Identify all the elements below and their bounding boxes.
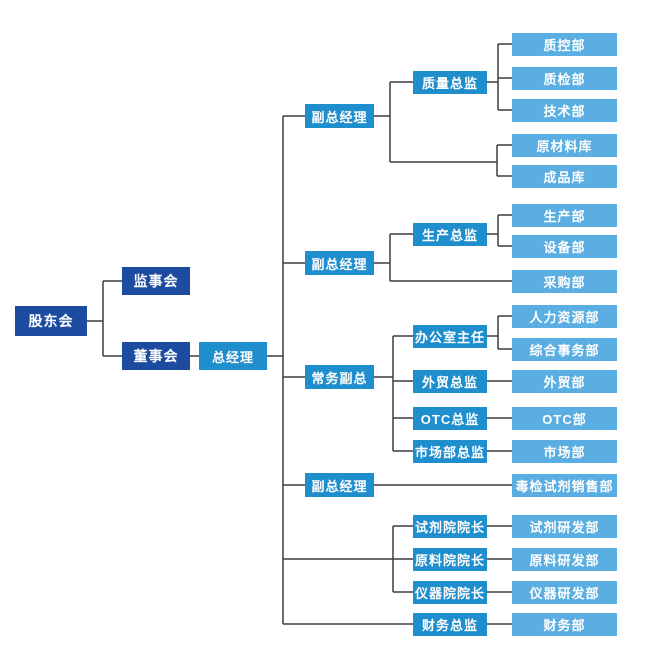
org-node-label: 常务副总 xyxy=(311,370,368,386)
org-node-label: 质检部 xyxy=(543,71,586,87)
org-node-label: OTC总监 xyxy=(420,411,480,427)
org-node-label: 采购部 xyxy=(543,274,586,290)
org-node-executive-deputy-gm: 常务副总 xyxy=(305,365,374,389)
org-node-label: 外贸总监 xyxy=(421,374,478,390)
org-node-label: OTC部 xyxy=(542,411,587,427)
org-node-purchasing-dept: 采购部 xyxy=(512,269,617,293)
org-node-otc-director: OTC总监 xyxy=(413,406,487,430)
org-node-label: 仪器院院长 xyxy=(414,585,485,601)
org-node-general-manager: 总经理 xyxy=(199,342,267,370)
org-node-label: 办公室主任 xyxy=(414,329,485,345)
org-node-label: 生产部 xyxy=(543,208,586,224)
org-node-label: 股东会 xyxy=(28,313,74,329)
org-node-foreign-trade-director: 外贸总监 xyxy=(413,369,487,393)
org-node-label: 设备部 xyxy=(543,239,586,255)
org-node-label: 质量总监 xyxy=(421,75,478,91)
org-node-office-director: 办公室主任 xyxy=(413,324,487,348)
org-node-instrument-rd-dept: 仪器研发部 xyxy=(512,580,617,604)
org-node-raw-material-warehouse: 原材料库 xyxy=(512,133,617,157)
org-node-label: 市场部总监 xyxy=(414,444,485,460)
org-node-label: 综合事务部 xyxy=(529,342,600,358)
org-node-reagent-rd-dept: 试剂研发部 xyxy=(512,514,617,538)
org-node-label: 总经理 xyxy=(211,349,254,365)
org-node-deputy-gm-production: 副总经理 xyxy=(305,251,374,275)
org-node-label: 原料院院长 xyxy=(414,552,485,568)
org-node-shareholders-meeting: 股东会 xyxy=(15,306,87,336)
org-node-marketing-dept: 市场部 xyxy=(512,439,617,463)
org-node-quality-inspection-dept: 质检部 xyxy=(512,66,617,90)
org-node-label: 试剂院院长 xyxy=(414,519,485,535)
org-node-board-of-directors: 董事会 xyxy=(122,342,190,370)
org-node-deputy-gm-sales: 副总经理 xyxy=(305,473,374,497)
org-node-label: 副总经理 xyxy=(311,109,368,125)
org-node-deputy-gm-quality: 副总经理 xyxy=(305,104,374,128)
org-node-label: 监事会 xyxy=(133,273,179,289)
org-node-general-affairs-dept: 综合事务部 xyxy=(512,337,617,361)
org-node-finance-dept: 财务部 xyxy=(512,612,617,636)
org-node-finance-director: 财务总监 xyxy=(413,612,487,636)
org-node-foreign-trade-dept: 外贸部 xyxy=(512,369,617,393)
org-node-label: 质控部 xyxy=(543,37,586,53)
org-node-label: 原料研发部 xyxy=(529,552,600,568)
org-node-label: 人力资源部 xyxy=(529,309,600,325)
org-node-label: 试剂研发部 xyxy=(529,519,600,535)
org-node-label: 毒检试剂销售部 xyxy=(515,478,614,494)
org-node-supervisory-board: 监事会 xyxy=(122,267,190,295)
org-node-label: 董事会 xyxy=(133,348,179,364)
org-node-marketing-director: 市场部总监 xyxy=(413,439,487,463)
org-node-production-dept: 生产部 xyxy=(512,203,617,227)
org-node-technology-dept: 技术部 xyxy=(512,98,617,122)
org-node-label: 副总经理 xyxy=(311,256,368,272)
org-node-label: 财务部 xyxy=(543,617,586,633)
org-node-human-resources-dept: 人力资源部 xyxy=(512,304,617,328)
org-node-label: 财务总监 xyxy=(421,617,478,633)
org-node-instrument-institute-dean: 仪器院院长 xyxy=(413,580,487,604)
org-node-quality-director: 质量总监 xyxy=(413,70,487,94)
org-node-materials-rd-dept: 原料研发部 xyxy=(512,547,617,571)
org-node-quality-control-dept: 质控部 xyxy=(512,32,617,56)
org-node-otc-dept: OTC部 xyxy=(512,406,617,430)
org-node-label: 生产总监 xyxy=(421,227,478,243)
org-node-label: 副总经理 xyxy=(311,478,368,494)
org-node-label: 技术部 xyxy=(543,103,586,119)
org-node-materials-institute-dean: 原料院院长 xyxy=(413,547,487,571)
org-node-label: 成品库 xyxy=(543,169,586,185)
org-node-label: 外贸部 xyxy=(543,374,586,390)
org-node-reagent-institute-dean: 试剂院院长 xyxy=(413,514,487,538)
org-node-label: 仪器研发部 xyxy=(529,585,600,601)
org-node-label: 市场部 xyxy=(543,444,586,460)
org-node-finished-goods-warehouse: 成品库 xyxy=(512,164,617,188)
org-node-toxicology-reagent-sales-dept: 毒检试剂销售部 xyxy=(512,473,617,497)
org-node-production-director: 生产总监 xyxy=(413,222,487,246)
org-node-equipment-dept: 设备部 xyxy=(512,234,617,258)
org-node-label: 原材料库 xyxy=(536,138,593,154)
